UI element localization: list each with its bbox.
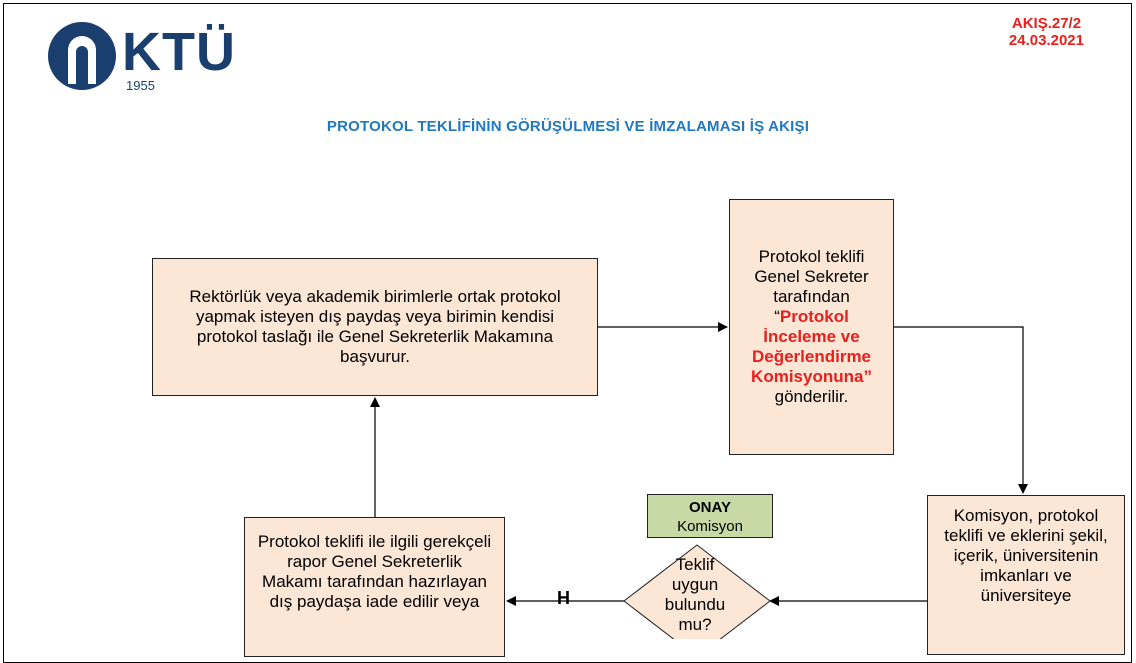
application-text: Rektörlük veya akademik birimlerle ortak… [189, 287, 561, 366]
arrow-send-to-commission [894, 326, 1028, 494]
logo-text: KTÜ [122, 22, 236, 82]
no-branch-label: H [557, 588, 570, 608]
flow-connectors [370, 322, 1028, 639]
commission-name: Protokol İnceleme ve Değerlendirme Komis… [751, 307, 872, 386]
decision-text: Teklif uygun bulundu mu? [664, 555, 726, 634]
ktu-emblem-icon [48, 22, 116, 90]
forward-text-end: gönderilir. [774, 387, 849, 406]
forward-quote-open: “ [774, 307, 780, 326]
forward-text: Protokol teklifi Genel Sekreter tarafınd… [754, 247, 869, 306]
commission-review-step: Komisyon, protokol teklifi ve eklerini ş… [927, 495, 1125, 655]
forward-to-commission-step: Protokol teklifi Genel Sekreter tarafınd… [729, 199, 894, 455]
commission-review-text: Komisyon, protokol teklifi ve eklerini ş… [944, 506, 1108, 605]
document-code: AKIŞ.27/2 24.03.2021 [1009, 15, 1084, 49]
approval-subtitle: Komisyon [677, 518, 743, 535]
decision-diamond [623, 544, 771, 639]
logo-year: 1955 [126, 78, 155, 93]
document-date: 24.03.2021 [1008, 32, 1084, 49]
ktu-logo: KTÜ 1955 [46, 14, 246, 94]
return-text: Protokol teklifi ile ilgili gerekçeli ra… [257, 532, 492, 611]
document-number: AKIŞ.27/2 [1011, 15, 1082, 32]
page-title: PROTOKOL TEKLİFİNİN GÖRÜŞÜLMESİ VE İMZAL… [326, 118, 810, 135]
application-step: Rektörlük veya akademik birimlerle ortak… [152, 258, 598, 396]
return-to-stakeholder-step: Protokol teklifi ile ilgili gerekçeli ra… [244, 517, 505, 657]
approval-label: ONAY Komisyon [647, 494, 773, 538]
approval-title: ONAY [689, 499, 731, 516]
